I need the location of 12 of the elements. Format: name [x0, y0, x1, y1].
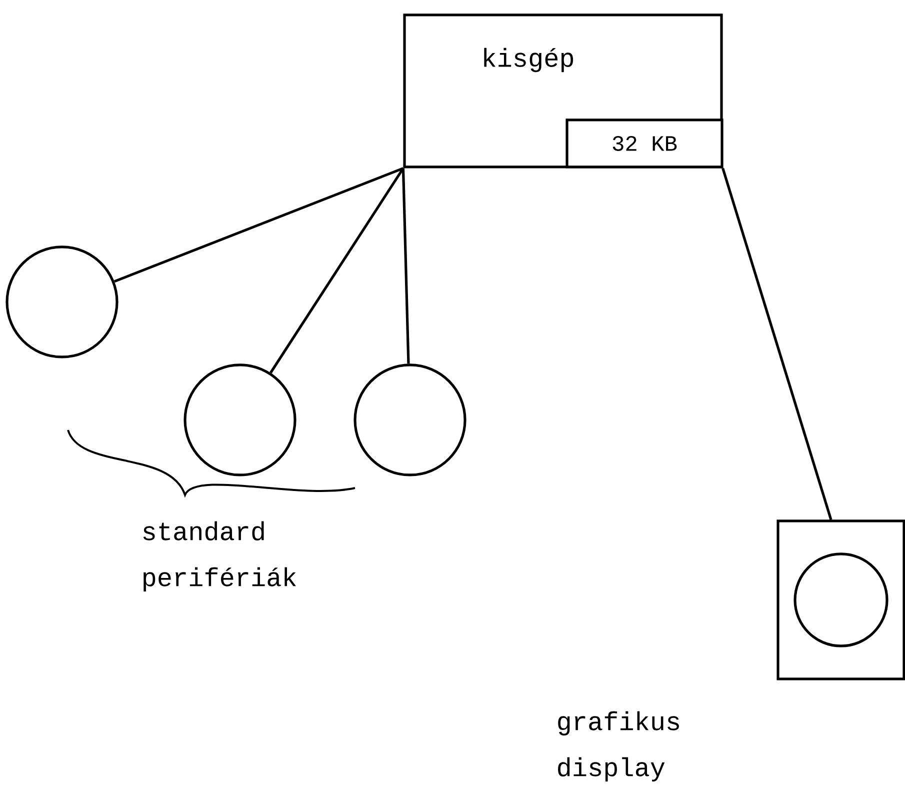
peripheral-circle	[6, 246, 118, 358]
group-label: standard perifériák	[143, 521, 296, 592]
peripheral-circle	[354, 364, 466, 476]
connector-line	[402, 168, 410, 364]
display-box	[776, 520, 905, 680]
connector-line	[270, 168, 404, 374]
connector-line	[114, 167, 404, 283]
group-label: grafikus display	[558, 711, 679, 782]
memory-box: 32 KB	[566, 118, 724, 168]
screen-circle	[794, 552, 888, 648]
connector-line	[722, 168, 832, 520]
peripheral-circle	[184, 364, 296, 476]
